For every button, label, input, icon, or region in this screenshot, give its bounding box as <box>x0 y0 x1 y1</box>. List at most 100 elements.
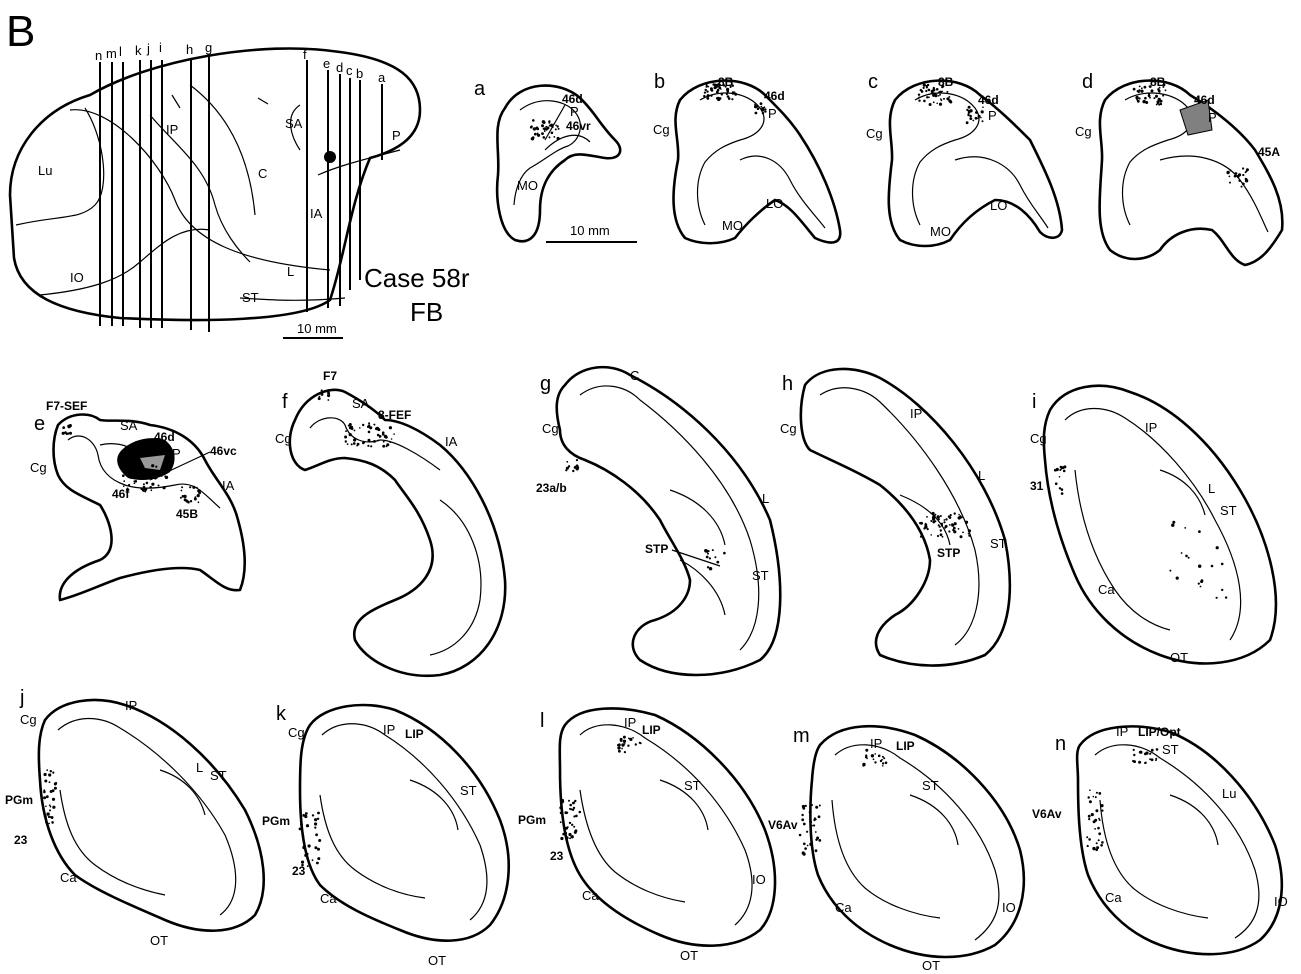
labeled-neuron-dot <box>624 751 626 753</box>
labeled-neuron-dot <box>705 89 707 91</box>
labeled-neuron-dot <box>1059 476 1061 478</box>
section-c-label: Cg <box>866 126 883 141</box>
labeled-neuron-dot <box>931 91 934 94</box>
sulcus-label-p: P <box>392 128 401 143</box>
labeled-neuron-dot <box>385 436 388 439</box>
labeled-neuron-dot <box>708 550 710 552</box>
labeled-neuron-dot <box>730 86 732 88</box>
section-g-label: Cg <box>542 421 559 436</box>
section-h-label: Cg <box>780 421 797 436</box>
labeled-neuron-dot <box>123 480 125 482</box>
labeled-neuron-dot <box>572 470 574 472</box>
section-k-label: ST <box>460 783 477 798</box>
labeled-neuron-dot <box>1096 792 1098 794</box>
labeled-neuron-dot <box>1198 565 1201 568</box>
labeled-neuron-dot <box>144 471 146 473</box>
labeled-neuron-dot <box>574 829 577 832</box>
labeled-neuron-dot <box>1140 90 1143 93</box>
sulcus-label-lu: Lu <box>38 163 52 178</box>
labeled-neuron-dot <box>574 800 576 802</box>
labeled-neuron-dot <box>762 112 764 114</box>
section-a-label: P <box>570 104 579 119</box>
labeled-neuron-dot <box>353 442 356 445</box>
section-m-label: IO <box>1002 900 1016 915</box>
labeled-neuron-dot <box>189 486 191 488</box>
labeled-neuron-dot <box>923 527 925 529</box>
labeled-neuron-dot <box>942 85 944 87</box>
labeled-neuron-dot <box>934 93 937 96</box>
labeled-neuron-dot <box>940 515 942 517</box>
labeled-neuron-dot <box>810 821 813 824</box>
section-e: e F7-SEF SA 46d P 46vc Cg 46f 45B IA <box>30 399 245 600</box>
section-b: b 8B 46d P Cg LO MO <box>653 71 840 243</box>
labeled-neuron-dot <box>874 753 876 755</box>
case-label: Case 58r <box>364 263 470 293</box>
section-d: d 8B 46d P Cg 45A <box>1075 71 1282 265</box>
labeled-neuron-dot <box>46 769 48 771</box>
labeled-neuron-dot <box>45 806 47 808</box>
section-f-label: F7 <box>323 369 337 383</box>
labeled-neuron-dot <box>52 798 55 801</box>
labeled-neuron-dot <box>541 124 544 127</box>
labeled-neuron-dot <box>569 808 571 810</box>
labeled-neuron-dot <box>918 97 920 99</box>
labeled-neuron-dot <box>960 535 963 538</box>
labeled-neuron-dot <box>304 854 307 857</box>
labeled-neuron-dot <box>314 822 317 825</box>
labeled-neuron-dot <box>536 127 539 130</box>
labeled-neuron-dot <box>317 848 320 851</box>
labeled-neuron-dot <box>755 112 758 115</box>
labeled-neuron-dot <box>126 488 129 491</box>
labeled-neuron-dot <box>143 483 145 485</box>
labeled-neuron-dot <box>314 827 316 829</box>
labeled-neuron-dot <box>939 94 941 96</box>
labeled-neuron-dot <box>815 806 818 809</box>
labeled-neuron-dot <box>196 487 198 489</box>
labeled-neuron-dot <box>939 103 942 106</box>
labeled-neuron-dot <box>54 787 57 790</box>
labeled-neuron-dot <box>704 92 706 94</box>
section-k-label: Cg <box>288 725 305 740</box>
labeled-neuron-dot <box>359 427 361 429</box>
labeled-neuron-dot <box>1061 492 1064 495</box>
labeled-neuron-dot <box>553 136 555 138</box>
labeled-neuron-dot <box>383 441 385 443</box>
labeled-neuron-dot <box>1160 100 1163 103</box>
labeled-neuron-dot <box>623 740 626 743</box>
labeled-neuron-dot <box>310 865 312 867</box>
labeled-neuron-dot <box>726 90 729 93</box>
labeled-neuron-dot <box>707 553 709 555</box>
labeled-neuron-dot <box>568 465 570 467</box>
labeled-neuron-dot <box>154 476 157 479</box>
sulcus-label-c: C <box>258 166 267 181</box>
labeled-neuron-dot <box>726 93 728 95</box>
labeled-neuron-dot <box>44 815 47 818</box>
labeled-neuron-dot <box>1216 546 1219 549</box>
labeled-neuron-dot <box>1139 97 1141 99</box>
labeled-neuron-dot <box>1144 97 1147 100</box>
labeled-neuron-dot <box>926 96 928 98</box>
section-letter-n: n <box>95 48 102 63</box>
labeled-neuron-dot <box>190 500 192 502</box>
labeled-neuron-dot <box>574 466 576 468</box>
labeled-neuron-dots <box>43 83 1249 867</box>
section-c-label: LO <box>990 198 1007 213</box>
section-n-label: Ca <box>1105 890 1122 905</box>
section-l-label: OT <box>680 948 698 963</box>
labeled-neuron-dot <box>933 101 935 103</box>
labeled-neuron-dot <box>62 432 65 435</box>
labeled-neuron-dot <box>151 464 154 467</box>
labeled-neuron-dot <box>1091 813 1094 816</box>
labeled-neuron-dot <box>1171 524 1174 527</box>
labeled-neuron-dot <box>51 816 54 819</box>
labeled-neuron-dot <box>815 849 818 852</box>
section-i-label: Ca <box>1098 582 1115 597</box>
labeled-neuron-dot <box>1145 101 1148 104</box>
labeled-neuron-dot <box>926 86 928 88</box>
labeled-neuron-dot <box>937 535 939 537</box>
labeled-neuron-dot <box>639 742 641 744</box>
labeled-neuron-dot <box>1089 800 1092 803</box>
labeled-neuron-dot <box>312 814 314 816</box>
labeled-neuron-dot <box>950 514 952 516</box>
labeled-neuron-dot <box>142 489 145 492</box>
